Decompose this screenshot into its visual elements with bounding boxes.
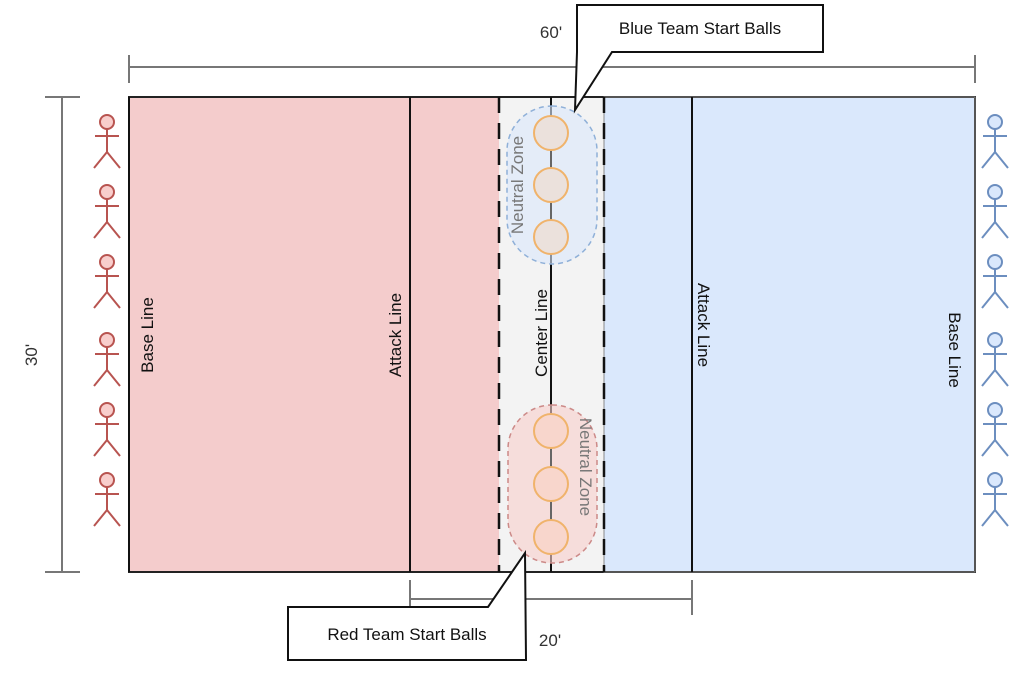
red-player-icon	[93, 254, 121, 309]
red-player-icon	[93, 184, 121, 239]
blue-start-ball	[533, 219, 569, 255]
blue-player-icon	[981, 114, 1009, 169]
width-dimension	[128, 55, 976, 83]
blue-start-ball	[533, 115, 569, 151]
red-player-icon	[93, 114, 121, 169]
blue-start-ball	[533, 167, 569, 203]
red-callout-box	[287, 549, 528, 661]
blue-player-icon	[981, 254, 1009, 309]
blue-player-icon	[981, 402, 1009, 457]
zone-dimension	[409, 580, 693, 615]
blue-player-icon	[981, 472, 1009, 527]
blue-player-icon	[981, 184, 1009, 239]
red-neutral-zone-label: Neutral Zone	[576, 418, 595, 516]
red-start-ball	[533, 466, 569, 502]
blue-callout-text: Blue Team Start Balls	[619, 19, 781, 38]
height-label: 30'	[22, 344, 41, 366]
red-player-icon	[93, 472, 121, 527]
red-start-ball	[533, 413, 569, 449]
height-dimension	[45, 96, 80, 573]
right-base-line-label: Base Line	[945, 312, 964, 388]
blue-player-icon	[981, 332, 1009, 387]
red-court	[129, 97, 499, 572]
red-player-icon	[93, 332, 121, 387]
blue-neutral-zone-label: Neutral Zone	[508, 136, 527, 234]
zone-width-label: 20'	[539, 631, 561, 650]
blue-callout-box	[573, 4, 824, 114]
left-attack-line-label: Attack Line	[386, 293, 405, 377]
width-label: 60'	[540, 23, 562, 42]
left-base-line-label: Base Line	[138, 297, 157, 373]
right-attack-line-label: Attack Line	[694, 283, 713, 367]
center-line-label: Center Line	[532, 289, 551, 377]
red-player-icon	[93, 402, 121, 457]
blue-court	[604, 97, 975, 572]
red-start-ball	[533, 519, 569, 555]
red-callout-text: Red Team Start Balls	[327, 625, 486, 644]
